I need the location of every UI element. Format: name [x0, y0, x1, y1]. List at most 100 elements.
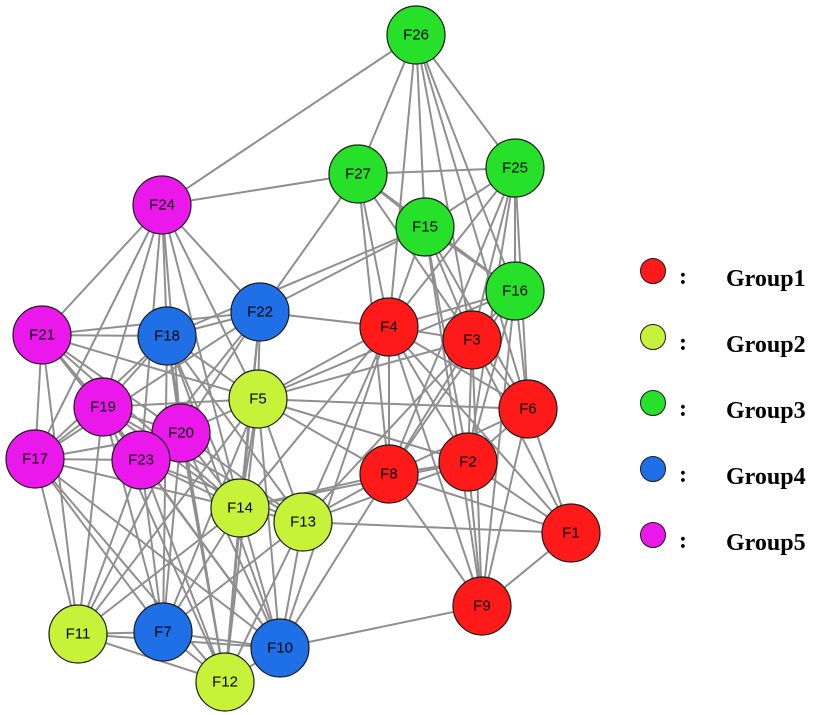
legend: : Group1 : Group2 : Group3 : Group4 : Gr… [640, 258, 835, 588]
edge-f15-f9 [424, 226, 483, 607]
edge-f20-f10 [180, 432, 281, 649]
node-circle [250, 618, 310, 678]
node-label: F1 [562, 525, 580, 542]
edge-f16-f9 [481, 290, 516, 607]
legend-label: Group2 [726, 332, 806, 358]
node-label: F9 [473, 598, 491, 615]
node-f21: F21 [12, 305, 72, 365]
node-label: F16 [502, 283, 528, 300]
node-f26: F26 [386, 5, 446, 65]
node-f24: F24 [132, 175, 192, 235]
node-f4: F4 [359, 297, 419, 357]
edge-f5-f10 [257, 398, 281, 649]
node-label: F26 [403, 27, 429, 44]
node-circle [541, 503, 601, 563]
edge-f10-f9 [279, 605, 483, 649]
edge-f13-f7 [162, 521, 304, 633]
node-circle [12, 305, 72, 365]
edge-f23-f12 [140, 459, 226, 683]
node-label: F22 [247, 304, 273, 321]
node-f1: F1 [541, 503, 601, 563]
legend-swatch [640, 390, 666, 416]
edge-f18-f7 [162, 335, 168, 633]
edge-f26-f24 [161, 34, 417, 206]
node-label: F20 [168, 425, 194, 442]
node-label: F12 [212, 674, 238, 691]
edge-f25-f4 [388, 167, 516, 328]
node-circle [328, 144, 388, 204]
node-f12: F12 [195, 652, 255, 712]
edge-f15-f22 [259, 226, 426, 313]
edge-f17-f12 [34, 458, 226, 683]
edge-f26-f3 [415, 34, 473, 341]
node-label: F14 [227, 500, 253, 517]
node-f11: F11 [48, 604, 108, 664]
edge-f17-f7 [34, 458, 164, 633]
node-circle [132, 175, 192, 235]
edge-f13-f4 [302, 326, 390, 523]
node-circle [485, 261, 545, 321]
legend-swatch [640, 522, 666, 548]
edge-f21-f11 [41, 334, 79, 635]
edge-f17-f11 [34, 458, 79, 635]
node-circle [442, 310, 502, 370]
node-circle [195, 652, 255, 712]
nodes-layer: F1F2F3F4F6F8F9F5F11F12F13F14F15F16F25F26… [5, 5, 601, 712]
edge-f20-f7 [162, 432, 182, 633]
edge-f5-f7 [162, 398, 259, 633]
edge-f10-f4 [279, 326, 390, 649]
node-f6: F6 [498, 379, 558, 439]
node-f8: F8 [359, 444, 419, 504]
node-f16: F16 [485, 261, 545, 321]
legend-colon: : [679, 264, 687, 290]
edge-f23-f11 [77, 459, 142, 635]
edge-f21-f5 [41, 334, 259, 400]
legend-item-group3: : Group3 [640, 390, 835, 456]
node-f15: F15 [395, 197, 455, 257]
edge-f27-f24 [161, 173, 359, 206]
node-circle [359, 297, 419, 357]
legend-colon: : [679, 330, 687, 356]
edge-f13-f1 [302, 521, 572, 534]
node-f19: F19 [73, 377, 133, 437]
node-circle [210, 478, 270, 538]
edge-f24-f19 [102, 204, 163, 408]
node-label: F8 [380, 466, 398, 483]
node-circle [230, 282, 290, 342]
legend-swatch [640, 456, 666, 482]
node-f23: F23 [111, 430, 171, 490]
node-label: F15 [412, 219, 438, 236]
edge-f21-f14 [41, 334, 241, 509]
node-circle [73, 377, 133, 437]
node-f27: F27 [328, 144, 388, 204]
legend-item-group5: : Group5 [640, 522, 835, 588]
edge-f14-f4 [239, 326, 390, 509]
legend-label: Group5 [726, 530, 806, 556]
node-label: F10 [267, 640, 293, 657]
node-f9: F9 [452, 576, 512, 636]
node-circle [485, 138, 545, 198]
node-label: F27 [345, 166, 371, 183]
edge-f8-f1 [388, 473, 572, 534]
node-f10: F10 [250, 618, 310, 678]
node-label: F24 [149, 197, 175, 214]
node-f22: F22 [230, 282, 290, 342]
node-circle [395, 197, 455, 257]
edge-f14-f2 [239, 461, 469, 509]
legend-item-group1: : Group1 [640, 258, 835, 324]
node-f18: F18 [137, 306, 197, 366]
legend-swatch [640, 258, 666, 284]
node-label: F6 [519, 401, 537, 418]
node-f14: F14 [210, 478, 270, 538]
node-label: F21 [29, 327, 55, 344]
edge-f5-f11 [77, 398, 259, 635]
node-label: F13 [290, 514, 316, 531]
node-label: F4 [380, 319, 398, 336]
edge-f24-f5 [161, 204, 259, 400]
legend-label: Group4 [726, 464, 806, 490]
edge-f4-f1 [388, 326, 572, 534]
edge-f24-f17 [34, 204, 163, 460]
edge-f17-f10 [34, 458, 281, 649]
edge-f22-f17 [34, 311, 261, 460]
node-circle [111, 430, 171, 490]
